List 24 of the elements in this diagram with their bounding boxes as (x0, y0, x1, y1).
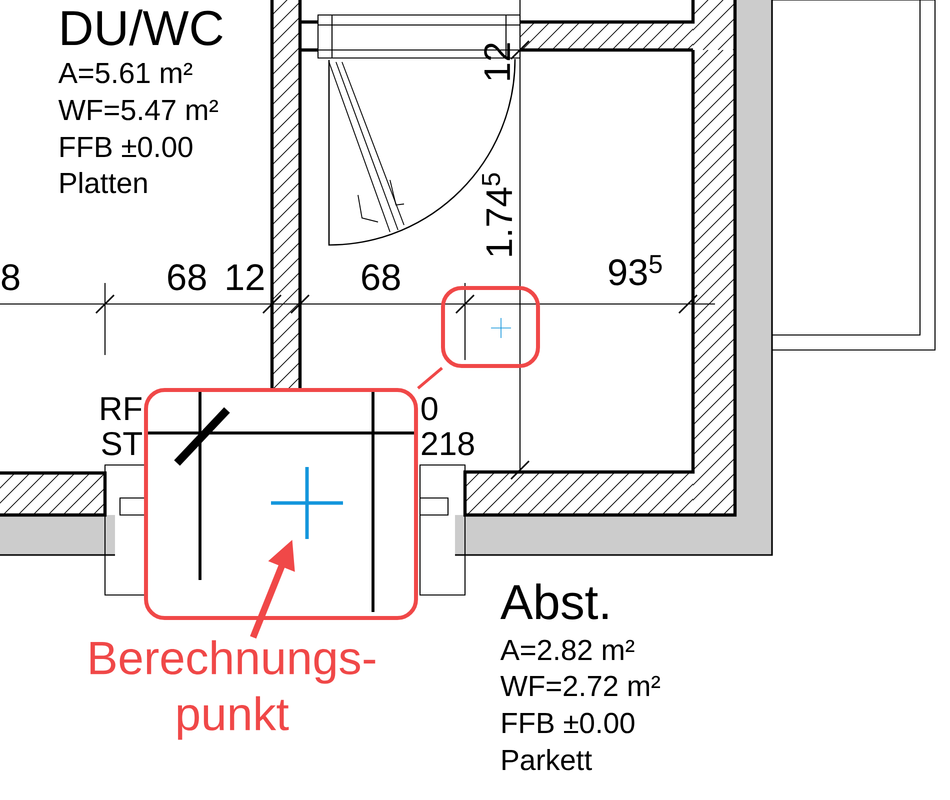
dimension-text: 68 (168, 264, 206, 290)
floor-finish: Platten (60, 172, 147, 194)
area-value: WF=2.72 m² (500, 676, 660, 696)
plan-text: 218 (422, 432, 474, 456)
crosshair-icon (269, 465, 345, 541)
area-value: A=5.61 m² (58, 62, 192, 84)
plan-text: RF (101, 397, 142, 420)
area-value: A=2.82 m² (500, 640, 634, 660)
room-name: Abst. (500, 584, 608, 620)
dimension-text: 93$^{5}$ (609, 255, 662, 286)
floor-level: FFB ±0.00 (60, 136, 192, 158)
plan-text: 0 (422, 396, 438, 420)
dimension-text: 12 (227, 264, 264, 290)
room-name: DU/WC (62, 10, 222, 46)
floor-finish: Parkett (502, 749, 592, 770)
floor-level: FFB ±0.00 (502, 712, 634, 734)
magnified-view-box (144, 388, 418, 620)
connector-line (417, 366, 443, 390)
callout-text: Berechnungs- punkt (90, 640, 376, 740)
dimension-text: 8 (2, 264, 20, 290)
plan-text: ST (102, 432, 142, 456)
dimension-text: 68 (362, 264, 400, 290)
area-value: WF=5.47 m² (58, 100, 218, 120)
callout-box (441, 286, 540, 368)
